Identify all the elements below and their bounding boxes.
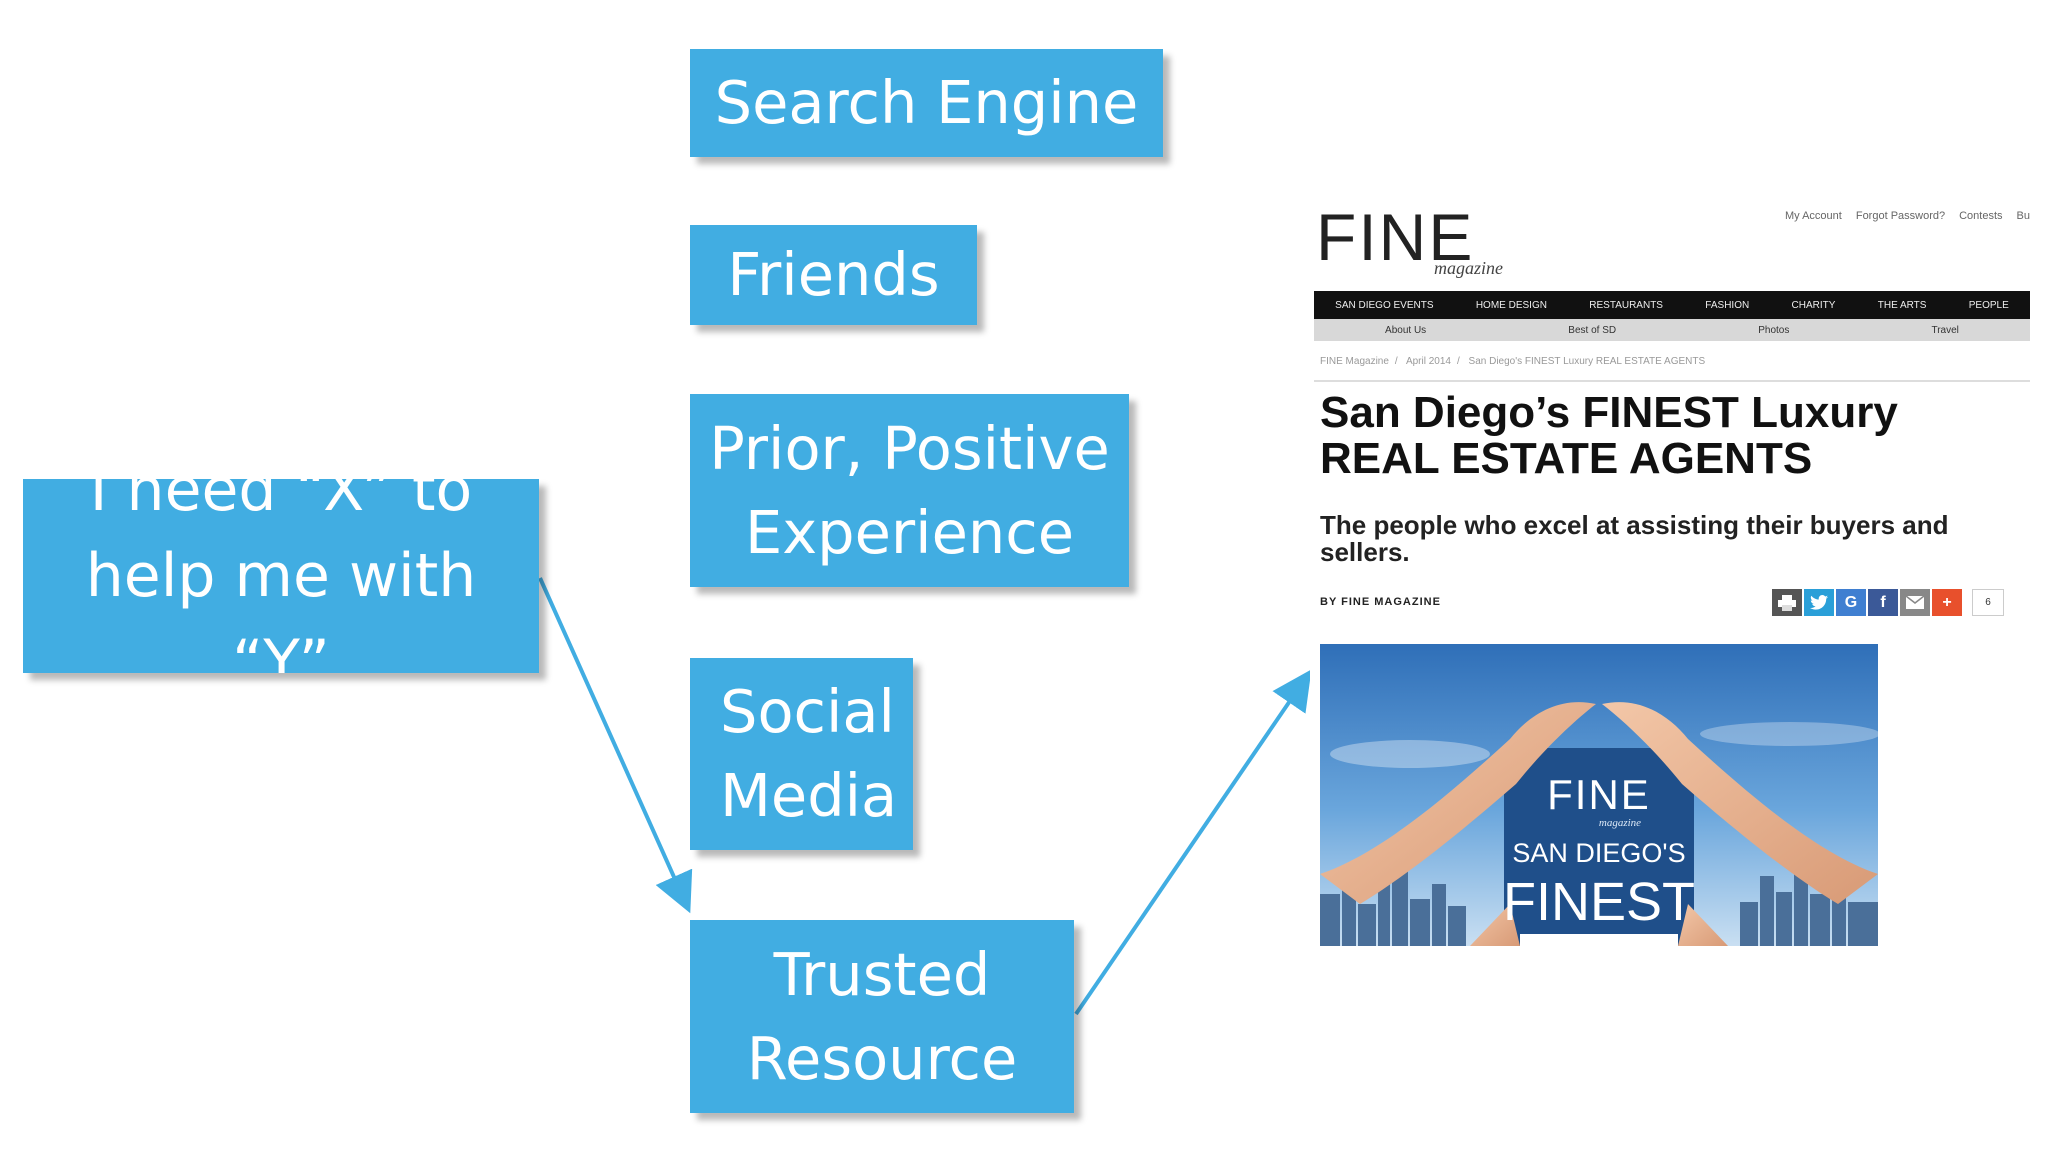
article-headline: San Diego’s FINEST Luxury REAL ESTATE AG… [1320, 388, 1898, 483]
subnav-item[interactable]: Travel [1931, 324, 1959, 336]
article-byline: BY FINE MAGAZINE [1320, 596, 1441, 608]
nav-item[interactable]: SAN DIEGO EVENTS [1335, 299, 1434, 311]
breadcrumb-item[interactable]: FINE Magazine [1320, 356, 1389, 367]
print-icon[interactable] [1772, 589, 1802, 616]
google-icon[interactable]: G [1836, 589, 1866, 616]
email-icon[interactable] [1900, 589, 1930, 616]
image-line2: FINEST [1503, 872, 1695, 932]
arrow-trusted-to-magazine [1074, 669, 1312, 1016]
main-nav: SAN DIEGO EVENTS HOME DESIGN RESTAURANTS… [1314, 291, 2030, 319]
nav-item[interactable]: THE ARTS [1877, 299, 1927, 311]
plus-icon[interactable]: + [1932, 589, 1962, 616]
subnav-item[interactable]: About Us [1385, 324, 1427, 336]
image-logo: FINE [1547, 771, 1651, 818]
sub-nav: About Us Best of SD Photos Travel [1314, 319, 2030, 341]
facebook-icon[interactable]: f [1868, 589, 1898, 616]
top-link-more[interactable]: Bu [2016, 210, 2030, 222]
divider [1314, 380, 2030, 382]
breadcrumb-item[interactable]: April 2014 [1405, 356, 1451, 367]
nav-item[interactable]: HOME DESIGN [1475, 299, 1547, 311]
subnav-item[interactable]: Best of SD [1568, 324, 1617, 336]
breadcrumb: FINE Magazine/ April 2014/ San Diego's F… [1320, 356, 1706, 367]
top-link-contests[interactable]: Contests [1959, 210, 2003, 222]
article-subheadline: The people who excel at assisting their … [1320, 510, 1949, 567]
article-image: FINE magazine SAN DIEGO'S FINEST [1320, 644, 1878, 946]
need-box: I need “X” to help me with “Y” [23, 479, 539, 673]
top-link-forgot-password[interactable]: Forgot Password? [1855, 210, 1946, 222]
option-social-media: Social Media [690, 658, 913, 850]
magazine-logo: FINE [1316, 200, 1475, 274]
option-search-engine: Search Engine [690, 49, 1163, 157]
share-bar: G f + 6 [1772, 589, 2004, 616]
option-friends: Friends [690, 225, 977, 325]
option-trusted-resource: Trusted Resource [690, 920, 1074, 1113]
share-count: 6 [1972, 589, 2004, 616]
breadcrumb-item: San Diego's FINEST Luxury REAL ESTATE AG… [1468, 356, 1706, 367]
top-links: My Account Forgot Password? Contests Bu [1785, 210, 2030, 222]
image-line1: SAN DIEGO'S [1512, 838, 1685, 868]
image-logo-sub: magazine [1599, 817, 1641, 829]
subnav-item[interactable]: Photos [1758, 324, 1790, 336]
nav-item[interactable]: PEOPLE [1968, 299, 2009, 311]
option-prior-experience: Prior, Positive Experience [690, 394, 1129, 587]
nav-item[interactable]: FASHION [1705, 299, 1750, 311]
twitter-icon[interactable] [1804, 589, 1834, 616]
magazine-logo-sub: magazine [1434, 258, 1503, 278]
nav-item[interactable]: RESTAURANTS [1589, 299, 1663, 311]
nav-item[interactable]: CHARITY [1791, 299, 1836, 311]
top-link-account[interactable]: My Account [1784, 210, 1842, 222]
magazine-screenshot: FINE magazine My Account Forgot Password… [1310, 200, 2030, 970]
arrow-need-to-trusted [538, 577, 693, 914]
